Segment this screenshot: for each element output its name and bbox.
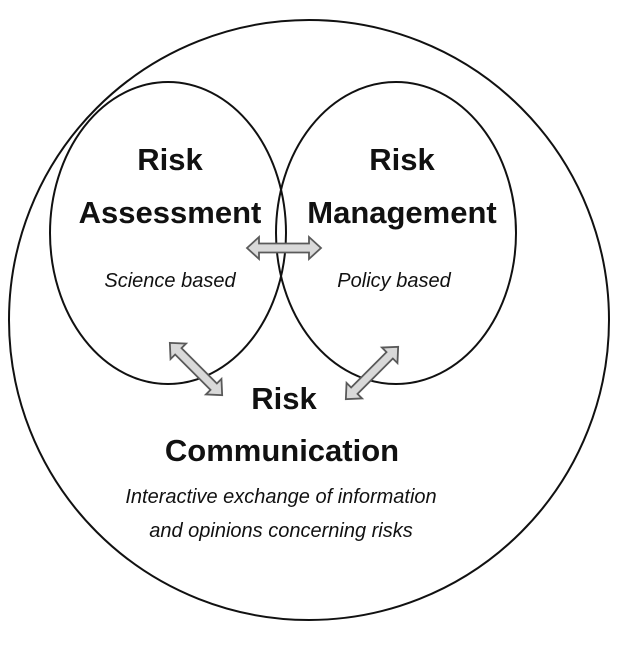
outer-circle-risk-communication <box>8 19 610 621</box>
communication-desc-line2: and opinions concerning risks <box>149 520 413 542</box>
ellipse-risk-management <box>275 81 517 385</box>
management-title-line1: Risk <box>369 142 435 177</box>
management-title-line2: Management <box>307 195 496 230</box>
arrow-management-communication <box>337 338 407 408</box>
assessment-basis: Science based <box>104 270 236 292</box>
communication-title-line2: Communication <box>165 433 399 468</box>
assessment-title-line1: Risk <box>137 142 203 177</box>
communication-title-line1: Risk <box>251 381 317 416</box>
assessment-title-line2: Assessment <box>79 195 262 230</box>
communication-desc-line1: Interactive exchange of information <box>125 486 436 508</box>
management-basis: Policy based <box>337 270 451 292</box>
ellipse-risk-assessment <box>49 81 287 385</box>
